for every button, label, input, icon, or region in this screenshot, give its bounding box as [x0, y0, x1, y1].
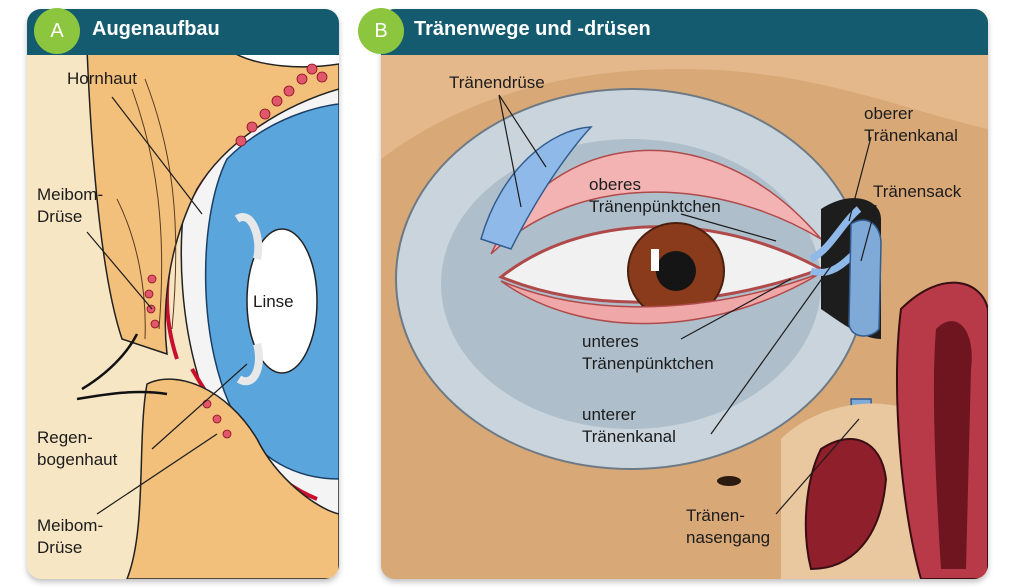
- panel-a-title: Augenaufbau: [92, 18, 220, 40]
- label-traenennasengang-line1: Tränen-: [686, 506, 745, 525]
- lens-shape: [246, 228, 318, 374]
- label-meibom-druese-lower-line2: Drüse: [37, 538, 83, 557]
- label-oberes-traenenpuenktchen-line1: oberes: [589, 175, 641, 194]
- label-traenennasengang-line2: nasengang: [686, 528, 771, 547]
- label-unterer-traenenkanal-line2: Tränenkanal: [582, 427, 676, 446]
- label-meibom-druese-upper-line2: Drüse: [37, 207, 83, 226]
- label-regenbogenhaut-line1: Regen-: [37, 428, 93, 447]
- panel-tear-ducts: Tränendrüse oberes Tränenpünktchen obere…: [381, 9, 988, 579]
- label-meibom-druese-lower-line1: Meibom-: [37, 516, 104, 535]
- eye-cross-section-illustration: [76, 48, 339, 579]
- header-panel-b: [381, 9, 988, 55]
- tear-duct-illustration: [381, 9, 988, 579]
- panel-b-badge: B: [358, 8, 404, 54]
- label-hornhaut: Hornhaut: [67, 69, 137, 88]
- panel-b-title: Tränenwege und -drüsen: [414, 18, 651, 40]
- label-unterer-traenenkanal-line1: unterer: [582, 405, 636, 424]
- label-traenensack: Tränensack: [873, 182, 962, 201]
- label-oberer-traenenkanal-line1: oberer: [864, 104, 914, 123]
- label-oberes-traenenpuenktchen-line2: Tränenpünktchen: [589, 197, 721, 216]
- label-regenbogenhaut-line2: bogenhaut: [37, 450, 118, 469]
- panel-eye-structure: Hornhaut Meibom- Drüse Linse Regen- boge…: [27, 9, 339, 579]
- label-unteres-traenenpuenktchen-line2: Tränenpünktchen: [582, 354, 714, 373]
- label-oberer-traenenkanal-line2: Tränenkanal: [864, 126, 958, 145]
- panel-a-badge: A: [34, 8, 80, 54]
- label-traenendruese: Tränendrüse: [449, 73, 545, 92]
- label-linse: Linse: [253, 292, 294, 311]
- label-meibom-druese-upper-line1: Meibom-: [37, 185, 104, 204]
- label-unteres-traenenpuenktchen-line1: unteres: [582, 332, 639, 351]
